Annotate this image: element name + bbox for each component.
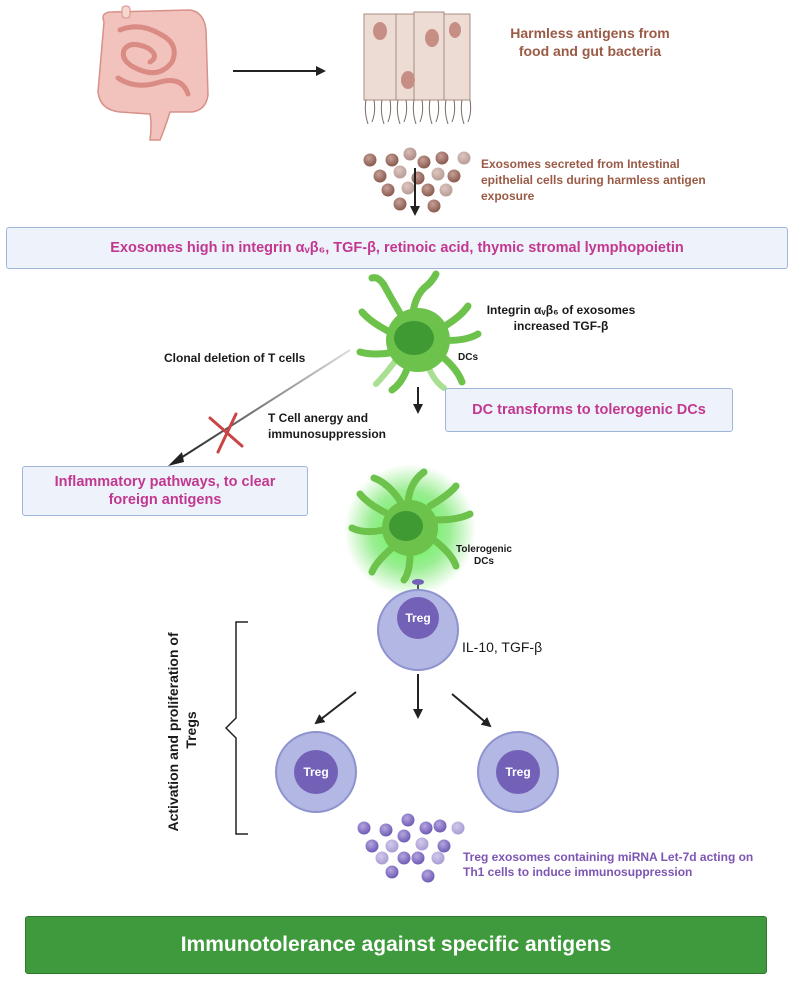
treg-cell-top [377,589,459,671]
cytokine-label: IL-10, TGF-β [462,639,543,655]
tolerogenic-label: Tolerogenic DCs [456,544,512,567]
exosome-composition-box: Exosomes high in integrin αᵥβ₆, TGF-β, r… [6,227,788,269]
arrow-treg-left [314,691,357,725]
tolerogenic-dc-illustration [344,464,476,596]
treg-label-left: Treg [303,765,328,779]
bracket-label: Activation and proliferation of Tregs [165,628,199,831]
transform-text: DC transforms to tolerogenic DCs [472,402,706,418]
treg-label-top: Treg [405,611,430,625]
treg-exosome-label: Treg exosomes containing miRNA Let-7d ac… [463,850,754,879]
immunotolerance-result: Immunotolerance against specific antigen… [25,916,767,974]
exosome-secretion-label: Exosomes secreted from Intestinal epithe… [481,157,706,203]
inflammatory-box: Inflammatory pathways, to clear foreign … [22,466,308,516]
dendritic-cell-illustration [356,270,482,394]
blocked-cross-icon [208,412,244,454]
treg-bracket [224,621,248,835]
exosome-composition-text: Exosomes high in integrin αᵥβ₆, TGF-β, r… [110,240,684,256]
arrow-dc-to-inflammatory [175,349,351,462]
integrin-label: Integrin αᵥβ₆ of exosomes increased TGF-… [486,303,636,333]
intestinal-exosomes [363,147,471,213]
treg-label-right: Treg [505,765,530,779]
epithelial-cells-illustration [363,11,472,125]
antigen-label: Harmless antigens from food and gut bact… [510,25,670,59]
immunotolerance-text: Immunotolerance against specific antigen… [180,933,612,956]
clonal-deletion-label: Clonal deletion of T cells [164,351,306,365]
arrow-treg-right [451,693,492,728]
dc-label: DCs [458,352,479,363]
treg-exosomes [357,813,465,883]
anergy-label: T Cell anergy and immunosuppression [268,411,387,441]
intestine-illustration [97,5,209,141]
transform-box: DC transforms to tolerogenic DCs [445,388,733,432]
treg-cell-right [477,731,559,813]
treg-cell-left [275,731,357,813]
inflammatory-text: Inflammatory pathways, to clear foreign … [54,474,276,508]
